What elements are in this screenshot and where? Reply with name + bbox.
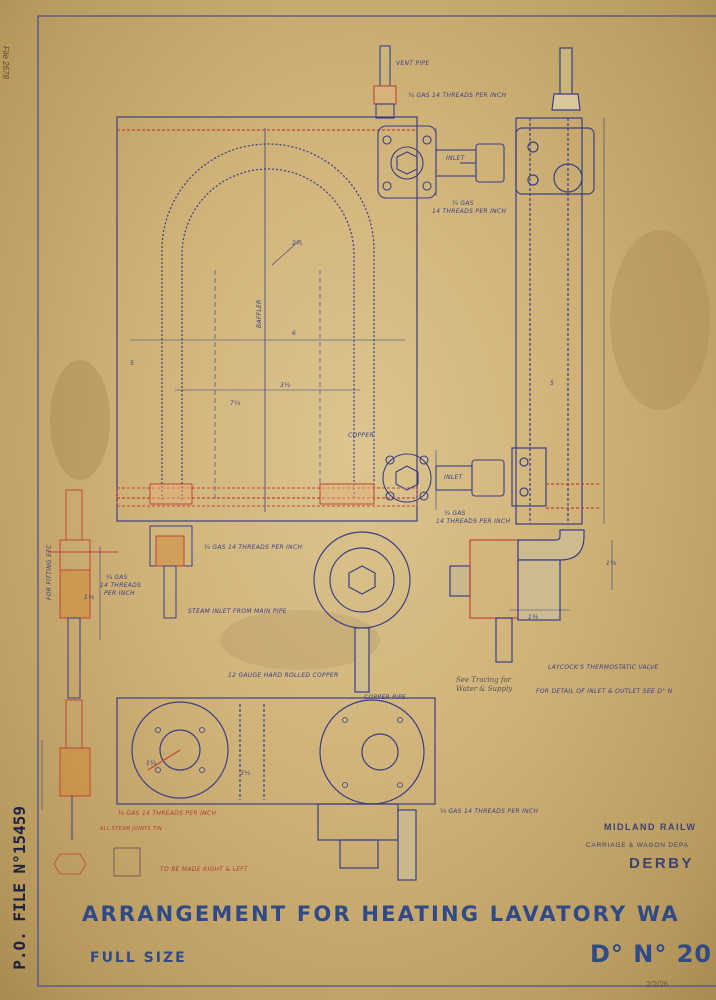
dim-valve: 1⅜ (606, 560, 617, 567)
bottom-threads-label: 14 Threads Per Inch (436, 518, 511, 525)
red-small-label: All Steam Joints Tin (100, 826, 163, 832)
dim-height: 7¾ (230, 400, 241, 407)
dim-centre: 6 (292, 330, 297, 337)
dim-left: 1⅛ (84, 594, 95, 601)
dim-side: 5 (550, 380, 555, 387)
red-thread-label: ¼ Gas 14 Threads Per Inch (118, 810, 217, 817)
dim-plan-r: 1¾ (146, 760, 157, 767)
top-threads-label: 14 Threads Per Inch (432, 208, 507, 215)
dim-width: 3¼ (280, 382, 291, 389)
dim-tank: 5 (130, 360, 135, 367)
vent-pipe-label: Vent Pipe (396, 60, 430, 67)
detail-ref-label: For Detail of Inlet & Outlet See D° N (536, 688, 673, 695)
dim-valve-len: 1⅜ (528, 614, 539, 621)
file-note: File 2678 (1, 46, 10, 79)
right-left-label: To Be Made Right & Left (160, 866, 249, 873)
bottom-gas-label: ¼ Gas (444, 510, 466, 517)
rolled-copper-label: 12 Gauge Hard Rolled Copper (228, 672, 339, 679)
department-name: CARRIAGE & WAGON DEPA (586, 842, 689, 849)
drawing-number: D° N° 20 (590, 940, 713, 968)
top-gas-label: ¼ Gas (452, 200, 474, 207)
drawing-title: ARRANGEMENT FOR HEATING LAVATORY WA (82, 902, 680, 926)
town-name: DERBY (629, 855, 695, 872)
side-gas-label: ¼ Gas (106, 574, 128, 581)
baffler-label: Baffler (256, 299, 263, 328)
side-threads-label: 14 Threads (100, 582, 142, 589)
valve-label: Laycock's Thermostatic Valve (548, 664, 659, 671)
inlet-top-label: Inlet (446, 155, 465, 162)
vent-thread-label: ¼ Gas 14 Threads Per Inch (408, 92, 507, 99)
pencil-note: See Tracing for Water & Supply (456, 676, 513, 693)
copper-pipe-label: Copper Pipe (364, 694, 407, 701)
steam-thread-label: ¼ Gas 14 Threads Per Inch (204, 544, 303, 551)
company-name: MIDLAND RAILW (604, 822, 697, 832)
copper-label: Copper (348, 432, 374, 439)
dim-plan: 3¼ (240, 770, 251, 777)
dim-radius: 2½ (292, 240, 303, 247)
side-per-inch-label: Per Inch (104, 590, 135, 597)
bottom-pipe-thread-label: ¼ Gas 14 Threads Per Inch (440, 808, 539, 815)
drawing-scale: FULL SIZE (90, 950, 187, 966)
steam-inlet-label: Steam Inlet From Main Pipe (188, 608, 287, 615)
for-fitting-label: For Fitting etc (46, 544, 53, 600)
inlet-bottom-label: Inlet (444, 474, 463, 481)
corner-note: 2/2/26 (646, 980, 669, 989)
file-stamp: P.O. FILE N°15459 (10, 806, 29, 970)
